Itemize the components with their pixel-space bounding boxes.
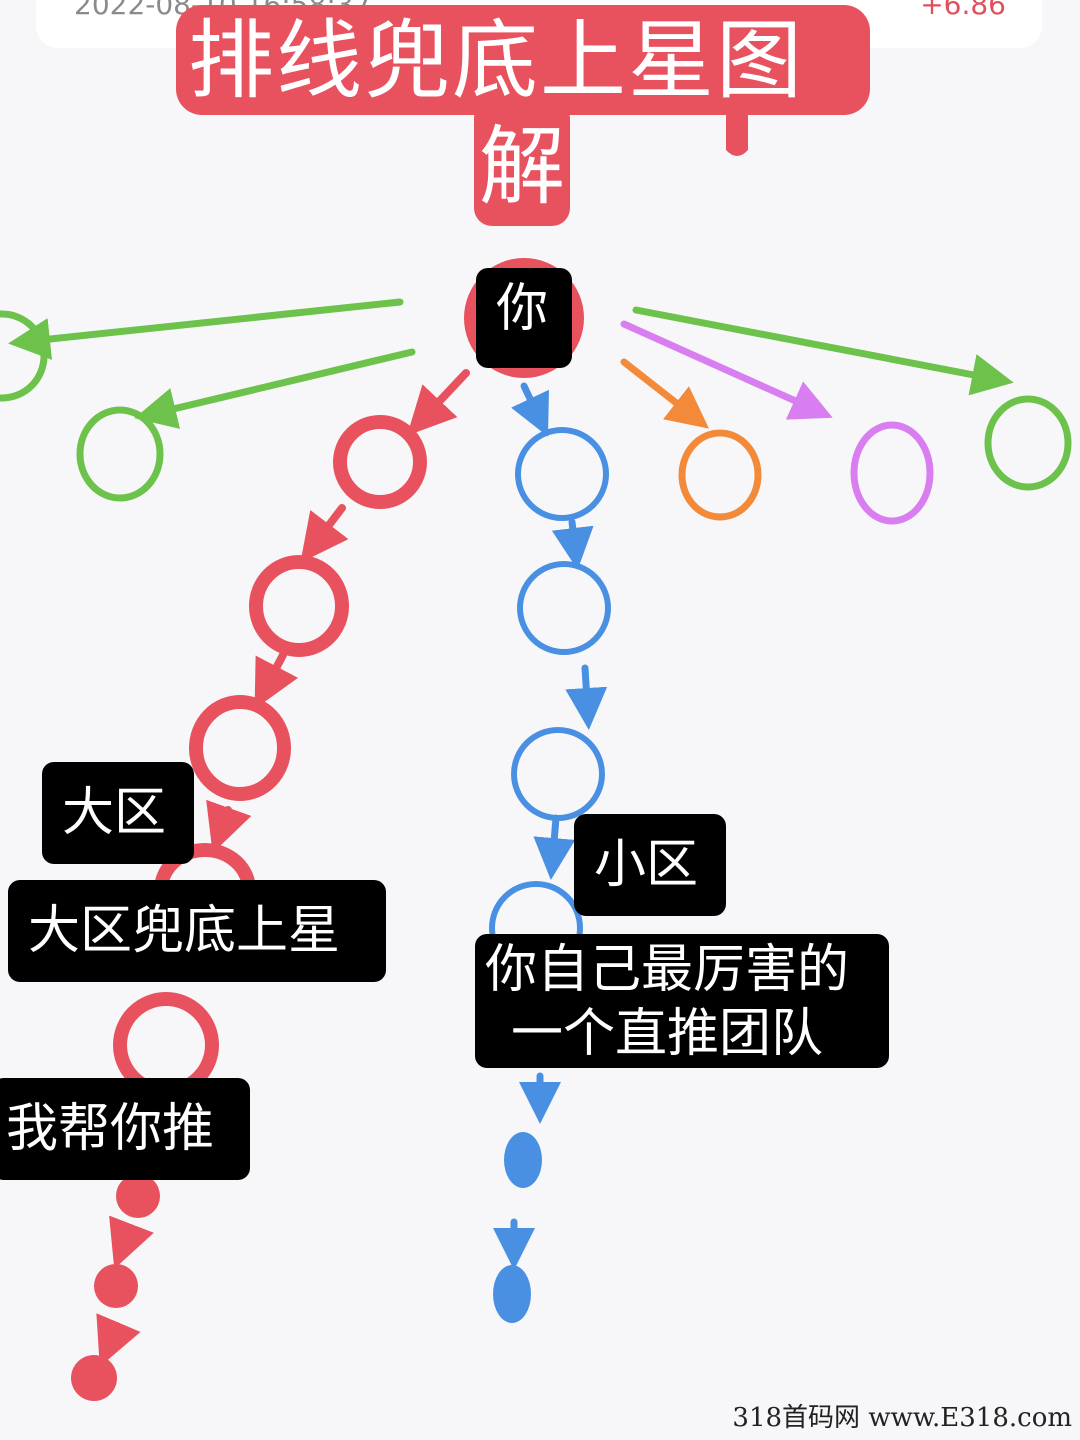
- record-amount: +6.86: [920, 0, 1006, 21]
- node-blue-dot: [504, 1132, 542, 1188]
- small-zone-note-line-2: 一个直推团队: [511, 1004, 824, 1065]
- arrow-green: [134, 348, 416, 429]
- arrow-red: [254, 651, 299, 710]
- node-red-dot: [116, 1174, 160, 1218]
- node-purple: [850, 421, 934, 525]
- node-red: [249, 555, 349, 657]
- arrow-green: [8, 298, 404, 360]
- node-green: [76, 406, 164, 502]
- node-red: [189, 695, 291, 801]
- small-zone-label: 小区: [574, 814, 726, 916]
- node-blue: [511, 727, 605, 821]
- arrow-orange: [620, 358, 710, 429]
- node-red-dot: [71, 1355, 117, 1401]
- big-zone-label: 大区: [42, 762, 194, 864]
- title-drip: [726, 55, 748, 156]
- node-green: [0, 310, 48, 402]
- title-line-2: 解: [479, 117, 567, 217]
- title-banner: [176, 5, 870, 115]
- arrow-red: [206, 799, 252, 854]
- arrow-red: [407, 369, 470, 436]
- arrow-blue: [533, 814, 576, 880]
- small-zone-note: 你自己最厉害的 一个直推团队: [475, 934, 889, 1068]
- watermark: 318首码网 www.E318.com: [732, 1403, 1072, 1433]
- arrow-purple: [620, 320, 833, 420]
- node-red-dot: [94, 1264, 138, 1308]
- node-blue-dot: [493, 1265, 531, 1323]
- node-green: [984, 395, 1072, 491]
- help-push-label: 我帮你推: [0, 1078, 250, 1180]
- arrow-red: [96, 1313, 141, 1367]
- arrow-blue: [551, 518, 594, 570]
- big-zone-note: 大区兜底上星: [8, 880, 386, 982]
- small-zone-note-line-1: 你自己最厉害的: [485, 940, 850, 1000]
- root-label: 你: [476, 268, 572, 368]
- node-blue: [515, 427, 609, 521]
- title-line-1: 排线兜底上星图: [188, 11, 804, 111]
- node-blue: [517, 561, 611, 655]
- node-orange: [678, 429, 762, 521]
- arrow-blue: [565, 664, 608, 730]
- arrow-red: [300, 504, 349, 563]
- title-banner-tail: [474, 100, 570, 226]
- arrow-green: [632, 306, 1014, 396]
- arrow-blue: [511, 382, 549, 437]
- node-red: [333, 415, 427, 509]
- arrow-red: [109, 1215, 154, 1269]
